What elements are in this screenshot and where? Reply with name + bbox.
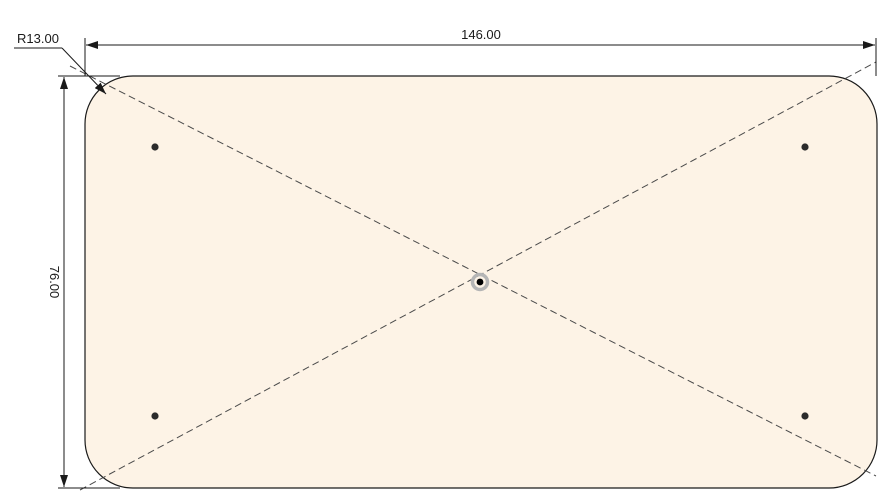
height-dimension-label[interactable]: 76.00 [47, 266, 62, 299]
origin-point[interactable] [476, 278, 484, 286]
sketch-point-top-left[interactable] [151, 143, 159, 151]
width-dimension-label[interactable]: 146.00 [461, 27, 501, 42]
sketch-point-top-right[interactable] [801, 143, 809, 151]
construction-line-diagonal-1[interactable] [69, 65, 877, 477]
radius-dimension-label[interactable]: R13.00 [17, 31, 59, 46]
radius-dimension-leader[interactable] [61, 47, 107, 95]
sketch-point-bottom-left[interactable] [151, 412, 159, 420]
origin-point-ring [470, 272, 490, 292]
sketch-point-bottom-right[interactable] [801, 412, 809, 420]
